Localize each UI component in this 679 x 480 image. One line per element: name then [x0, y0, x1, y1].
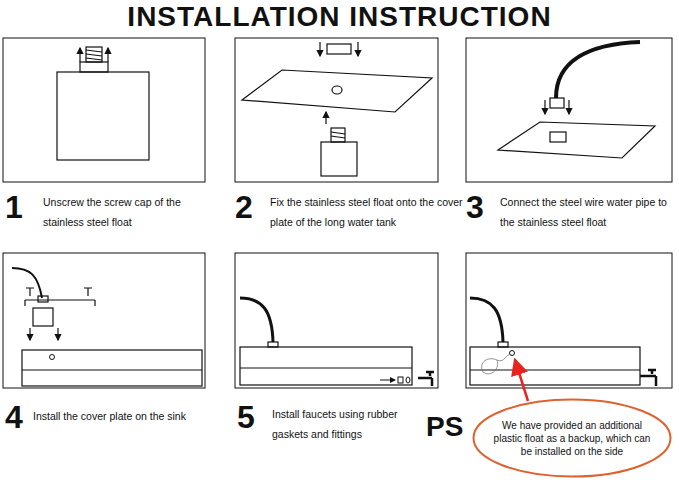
step-number: 1	[5, 190, 23, 224]
callout-ellipse: We have provided an additional plastic f…	[472, 398, 672, 478]
step-number: 4	[5, 400, 23, 434]
step-caption: Unscrew the screw cap of the stainless s…	[43, 192, 193, 232]
step-number: 2	[235, 190, 253, 224]
step-caption: Fix the stainless steel float onto the c…	[270, 192, 468, 232]
ps-marker: PS	[426, 412, 463, 442]
step-number: 3	[466, 190, 484, 224]
step-caption: Install the cover plate on the sink	[33, 406, 233, 426]
callout-text: We have provided an additional plastic f…	[492, 419, 652, 458]
step-number: 5	[237, 400, 255, 434]
page-title: INSTALLATION INSTRUCTION	[0, 1, 679, 33]
step-caption: Connect the steel wire water pipe to the…	[500, 192, 672, 232]
step-caption: Install faucets using rubber gaskets and…	[272, 404, 422, 444]
